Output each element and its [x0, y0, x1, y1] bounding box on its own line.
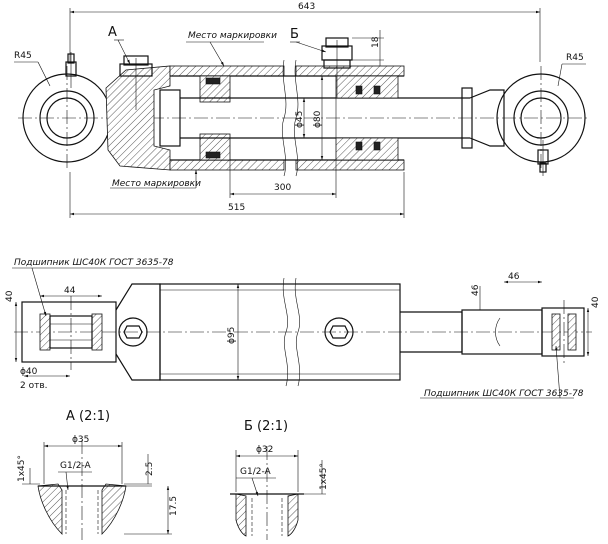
top-view: 643 515 300 R45 R45 18 ϕ45 ϕ80 А Б Место… [14, 2, 590, 218]
detail-a-body-right [101, 483, 127, 535]
dim-eye-vertical-right: 46 [471, 284, 481, 296]
detail-b-body-left [235, 493, 247, 537]
right-eye [496, 66, 586, 170]
detail-a-chamfer: 1х45° [17, 455, 27, 482]
rod-plan [400, 311, 463, 353]
dim-radius-right: R45 [566, 53, 584, 63]
barrel-plan [159, 283, 401, 381]
detail-b-title: Б (2:1) [244, 419, 288, 434]
dim-stroke: 300 [274, 183, 291, 193]
callout-a-label: А [108, 25, 117, 40]
dim-eye-height-left: 40 [5, 290, 15, 302]
dim-bore-diameter: ϕ80 [313, 110, 323, 128]
grease-fitting-left [65, 52, 77, 88]
dim-eye-width-left: 44 [64, 286, 76, 296]
bearing-label-right: Подшипник ШС40К ГОСТ 3635-78 [424, 389, 584, 399]
dim-eye-height-right: 40 [591, 296, 601, 308]
dim-hole-count: 2 отв. [20, 381, 48, 391]
right-eye-plan [541, 300, 585, 364]
detail-a-diameter: ϕ35 [72, 435, 89, 445]
detail-b-chamfer: 1х45° [319, 463, 329, 490]
marking-label-top: Место маркировки [188, 31, 277, 41]
detail-a-body-left [37, 483, 63, 535]
port-a-plan [118, 317, 148, 347]
rod-end [461, 87, 505, 149]
detail-b: Б (2:1) ϕ32 G1/2-A 1х45° [230, 419, 329, 540]
barrel-wall-bottom [169, 159, 285, 171]
rear-head-section [105, 65, 171, 171]
dim-eye-width-right: 46 [508, 272, 520, 282]
detail-b-thread: G1/2-A [240, 467, 272, 477]
detail-a-depth-small: 2.5 [145, 462, 155, 476]
port-a [119, 55, 153, 110]
dim-overall-length: 643 [298, 2, 315, 12]
detail-a-depth: 17.5 [169, 496, 179, 516]
left-eye-plan [21, 283, 161, 381]
dim-port-height: 18 [371, 36, 381, 48]
detail-a-title: А (2:1) [66, 409, 110, 424]
dim-rod-diameter: ϕ45 [295, 111, 305, 128]
front-gland [335, 75, 399, 161]
marking-label-bottom: Место маркировки [112, 179, 201, 189]
piston-rod [180, 97, 470, 139]
port-b [321, 37, 353, 98]
plan-view: 44 40 ϕ40 2 отв. ϕ95 46 46 40 Подшипник … [5, 258, 601, 399]
dim-barrel-diameter: ϕ95 [227, 327, 237, 344]
detail-b-body-right [287, 493, 299, 537]
detail-a-thread: G1/2-A [60, 461, 92, 471]
callout-b-label: Б [290, 27, 299, 42]
barrel-wall-top [169, 65, 285, 77]
detail-b-diameter: ϕ32 [256, 445, 273, 455]
dim-radius-left: R45 [14, 51, 32, 61]
bearing-label-left: Подшипник ШС40К ГОСТ 3635-78 [14, 258, 174, 268]
port-b-plan [324, 317, 354, 347]
dim-pin-diameter: ϕ40 [20, 367, 38, 377]
grease-fitting-right [537, 140, 549, 176]
detail-a: А (2:1) ϕ35 G1/2-A 1х45° 2.5 17.5 [17, 409, 179, 540]
dim-body-length: 515 [228, 203, 245, 213]
